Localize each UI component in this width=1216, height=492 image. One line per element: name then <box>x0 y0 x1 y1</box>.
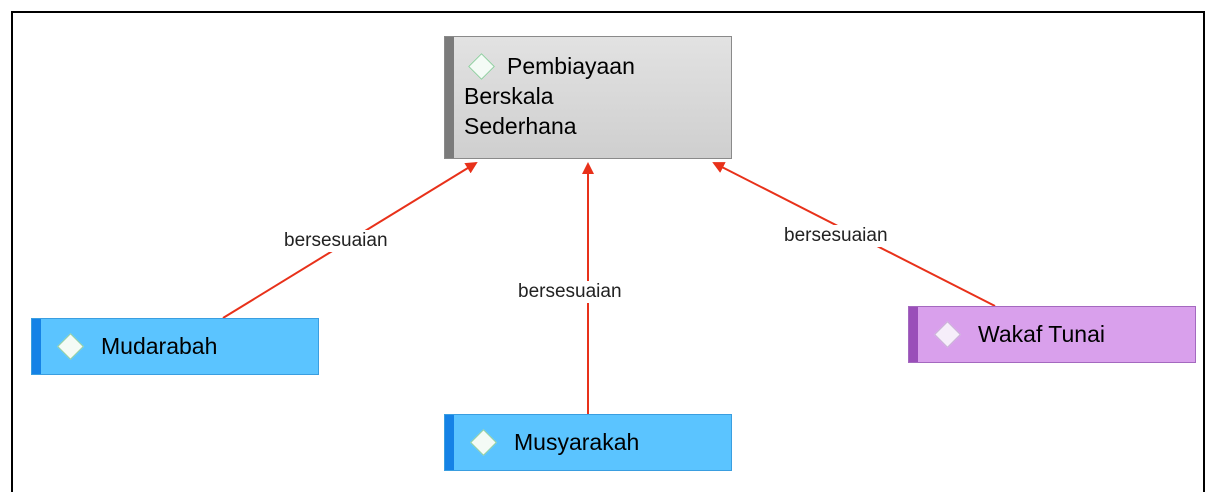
node-label: Musyarakah <box>514 429 640 455</box>
diamond-icon <box>934 321 961 348</box>
node-mudarabah[interactable]: Mudarabah <box>31 318 319 375</box>
node-musyarakah[interactable]: Musyarakah <box>444 414 732 471</box>
node-label-line-3: Sederhana <box>464 113 577 139</box>
diagram-frame <box>11 11 1205 492</box>
node-label: Pembiayaan Berskala Sederhana <box>464 51 635 141</box>
edge-label-mudarabah: bersesuaian <box>282 230 390 252</box>
diamond-icon <box>468 52 495 80</box>
node-stripe <box>32 319 41 374</box>
diamond-icon <box>470 429 497 456</box>
node-stripe <box>445 415 454 470</box>
node-label-line-2: Berskala <box>464 83 554 109</box>
edge-label-wakaf-tunai: bersesuaian <box>782 225 890 247</box>
node-label-line-1: Pembiayaan <box>507 53 635 79</box>
node-stripe <box>445 37 454 158</box>
diamond-icon <box>57 333 84 360</box>
node-label: Wakaf Tunai <box>978 321 1105 347</box>
edge-label-musyarakah: bersesuaian <box>516 281 624 303</box>
node-label: Mudarabah <box>101 333 218 359</box>
node-pembiayaan-berskala-sederhana[interactable]: Pembiayaan Berskala Sederhana <box>444 36 732 159</box>
node-stripe <box>909 307 918 362</box>
node-wakaf-tunai[interactable]: Wakaf Tunai <box>908 306 1196 363</box>
